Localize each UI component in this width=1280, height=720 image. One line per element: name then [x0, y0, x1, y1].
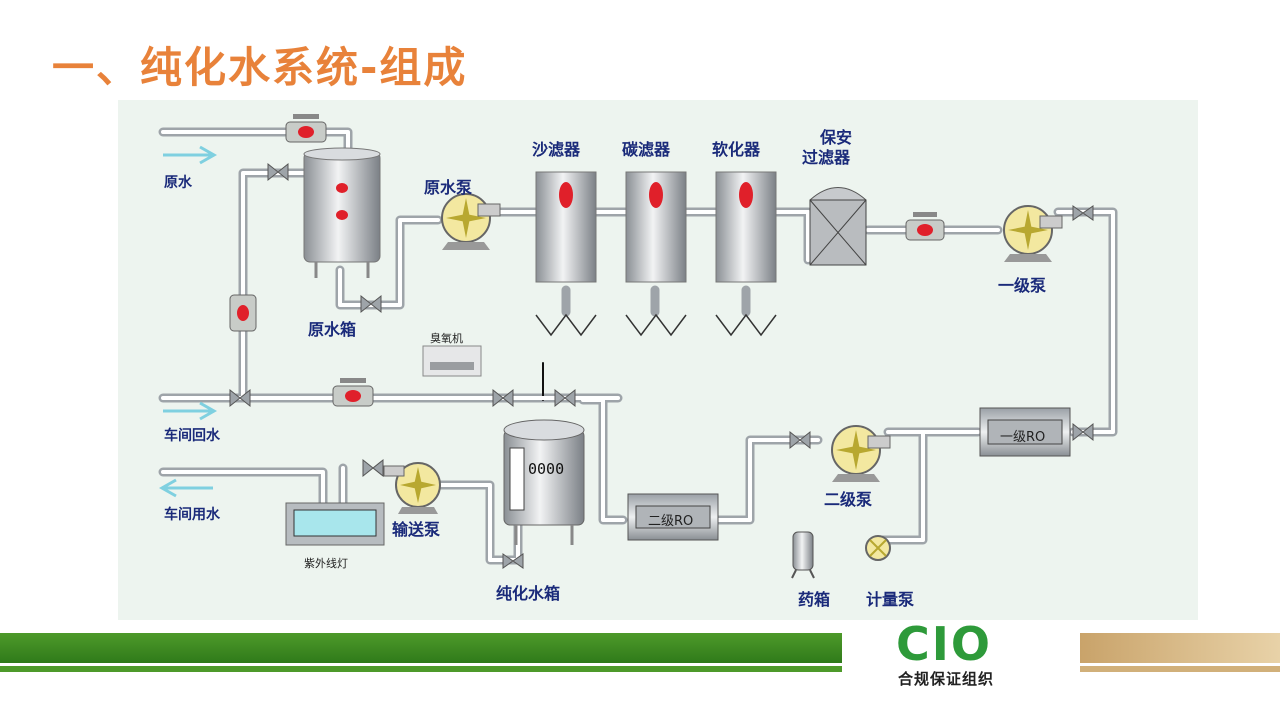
security-filter	[809, 187, 867, 266]
raw-water-label: 原水	[164, 175, 192, 191]
footer-green-line	[0, 666, 842, 672]
raw-water-tank	[303, 147, 381, 278]
ro2-label: 二级RO	[648, 514, 694, 529]
logo-subtitle: 合规保证组织	[898, 670, 995, 688]
stage2-pump-label: 二级泵	[824, 490, 873, 509]
workshop-return-label: 车间回水	[164, 428, 220, 444]
valves	[229, 162, 1094, 569]
footer-gold-bar	[1080, 633, 1280, 663]
stage2-pump-icon	[831, 425, 891, 482]
delivery-pump-icon	[383, 462, 441, 514]
softener-label: 软化器	[712, 140, 761, 159]
chemical-tank	[791, 531, 815, 579]
uv-lamp	[285, 502, 385, 546]
stage1-pump-icon	[1003, 205, 1063, 262]
metering-pump-icon	[865, 535, 891, 561]
flow-meters	[229, 114, 945, 407]
ro1-label: 一级RO	[1000, 430, 1046, 445]
ozone-machine-label: 臭氧机	[430, 332, 463, 345]
sand-filter-label: 沙滤器	[532, 140, 581, 159]
footer-green-bar	[0, 633, 842, 663]
delivery-pump-label: 输送泵	[392, 520, 441, 539]
tank-display: 0000	[528, 460, 565, 478]
raw-tank-label: 原水箱	[308, 320, 357, 339]
cio-logo: CIO	[896, 617, 992, 671]
ozone-machine	[422, 345, 482, 377]
page-title: 一、纯化水系统-组成	[52, 43, 468, 92]
ro2-unit	[627, 493, 719, 541]
carbon-filter-label: 碳滤器	[622, 140, 671, 159]
pure-water-tank	[503, 419, 585, 545]
uv-lamp-label: 紫外线灯	[304, 557, 348, 570]
metering-pump-label: 计量泵	[866, 590, 915, 609]
chem-tank-label: 药箱	[798, 590, 831, 609]
security-filter-label-2: 过滤器	[802, 148, 851, 167]
workshop-use-label: 车间用水	[164, 507, 220, 523]
water-system-diagram: 原水 原水泵 沙滤器 碳滤器 软化器 保安 过滤器 原水箱 一级泵 臭氧机 车间…	[118, 100, 1198, 620]
pure-water-tank-label: 纯化水箱	[496, 584, 561, 603]
stage1-pump-label: 一级泵	[998, 276, 1047, 295]
raw-water-pump-icon	[441, 193, 501, 250]
softener	[715, 171, 777, 337]
ro1-unit	[979, 407, 1071, 457]
raw-pump-label: 原水泵	[424, 178, 473, 197]
sand-filter	[535, 171, 597, 337]
security-filter-label-1: 保安	[820, 128, 853, 147]
footer-gold-line	[1080, 666, 1280, 672]
process-flow-drawing	[158, 114, 1118, 579]
flow-arrows	[158, 145, 218, 498]
carbon-filter	[625, 171, 687, 337]
